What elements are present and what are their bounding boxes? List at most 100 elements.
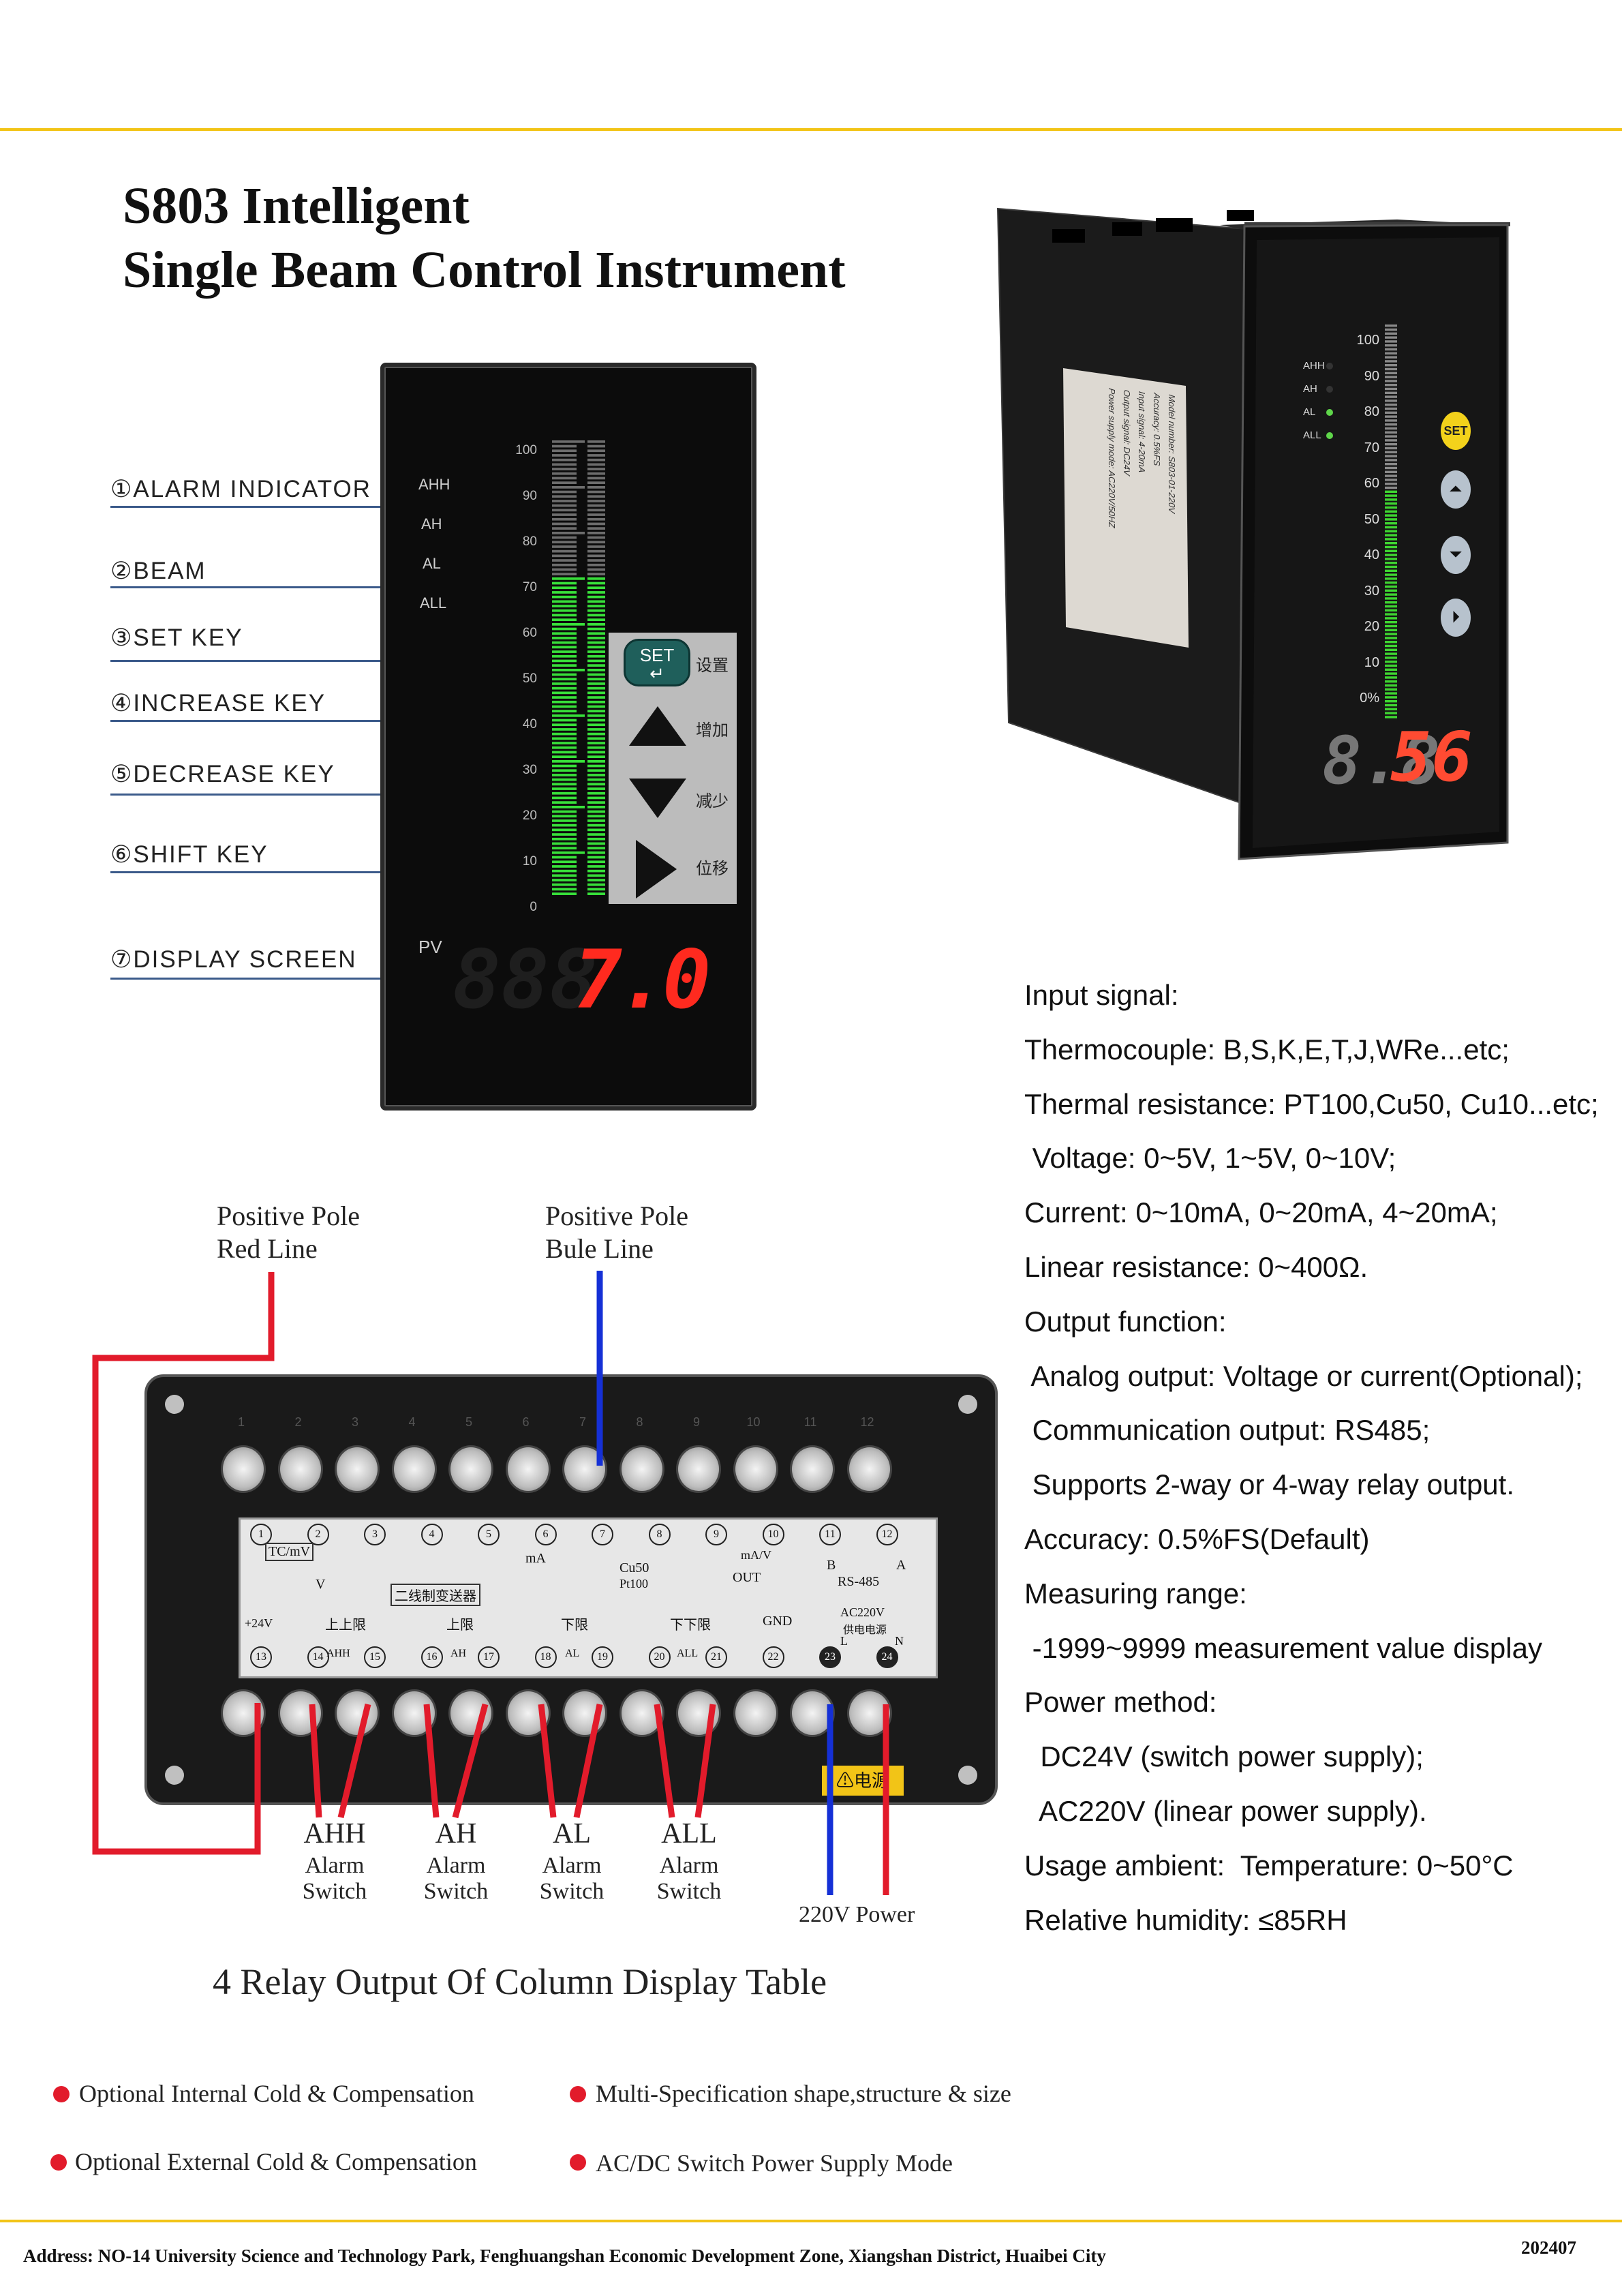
triangle-up-icon: [629, 706, 686, 746]
terminal-screw[interactable]: [448, 1445, 493, 1493]
spec-line: Voltage: 0~5V, 1~5V, 0~10V;: [1024, 1142, 1396, 1175]
photo-beam-segment: [1385, 372, 1397, 374]
terminal-screw[interactable]: [733, 1689, 778, 1737]
photo-beam-segment: [1385, 554, 1397, 556]
photo-shift-button[interactable]: ⏵: [1441, 599, 1471, 637]
beam-cell: [587, 541, 605, 544]
beam-segment: [552, 581, 577, 585]
photo-scale-label: 0%: [1360, 691, 1379, 706]
beam-cell: [587, 719, 605, 722]
triangle-down-icon: [629, 779, 686, 818]
terminal-screw[interactable]: [676, 1445, 721, 1493]
beam-segment: [552, 769, 577, 772]
terminal-screw[interactable]: [335, 1689, 380, 1737]
photo-beam-segment: [1385, 474, 1397, 477]
beam-segment: [552, 490, 577, 494]
terminal-screw[interactable]: [505, 1445, 551, 1493]
photo-beam-segment: [1385, 332, 1397, 335]
photo-up-button[interactable]: ⏶: [1441, 470, 1471, 509]
beam-cell: [587, 444, 605, 448]
beam-cell: [587, 710, 605, 712]
decrease-button[interactable]: [626, 776, 689, 821]
beam-cell: [587, 549, 605, 553]
callout-set-key: ③SET KEY: [110, 624, 243, 651]
beam-segment: [552, 440, 585, 443]
photo-beam-segment: [1385, 522, 1397, 525]
beam-segment: [552, 600, 577, 603]
terminal-screw[interactable]: [619, 1689, 664, 1737]
beam-segment: [552, 595, 577, 599]
increase-button[interactable]: [626, 704, 689, 749]
beam-cell: [587, 737, 605, 740]
photo-beam-segment: [1385, 502, 1397, 505]
diagram-terminal-top: 5: [478, 1524, 500, 1545]
photo-beam-segment: [1385, 407, 1397, 410]
beam-segment: [552, 892, 577, 895]
photo-beam-segment: [1385, 593, 1397, 596]
set-button[interactable]: SET ↵: [624, 639, 690, 686]
diagram-terminal-bottom: 15: [364, 1646, 386, 1668]
shift-button[interactable]: [632, 837, 681, 901]
feature-1: Optional Internal Cold & Compensation: [79, 2080, 474, 2107]
callout-alarm-indicator: ①ALARM INDICATOR: [110, 476, 371, 502]
scale-tick-label: 40: [522, 717, 537, 731]
photo-beam-segment: [1385, 569, 1397, 572]
photo-beam-segment: [1385, 336, 1397, 339]
beam-segment: [552, 559, 577, 562]
display-value: 7.0: [574, 933, 711, 1027]
photo-beam-segment: [1385, 664, 1397, 667]
beam-cell: [587, 678, 605, 681]
beam-cell: [587, 600, 605, 603]
scale-tick-label: 100: [515, 443, 537, 457]
photo-set-button[interactable]: SET: [1441, 412, 1471, 450]
beam-segment: [552, 874, 577, 877]
beam-cell: [587, 669, 605, 671]
beam-cell: [587, 517, 605, 521]
beam-segment: [552, 696, 577, 699]
terminal-screw[interactable]: [790, 1445, 835, 1493]
terminal-screw[interactable]: [391, 1445, 437, 1493]
photo-beam-segment: [1385, 581, 1397, 584]
photo-beam-segment: [1385, 344, 1397, 347]
photo-beam-segment: [1385, 415, 1397, 418]
photo-alarm-led: [1326, 409, 1333, 416]
terminal-screw[interactable]: [221, 1445, 266, 1493]
terminal-screw[interactable]: [277, 1445, 323, 1493]
diagram-terminal-top: 12: [876, 1524, 898, 1545]
callout-beam: ②BEAM: [110, 558, 206, 584]
beam-segment: [552, 847, 577, 849]
triangle-right-icon: [636, 840, 677, 898]
beam-segment: [552, 500, 577, 502]
beam-cell: [587, 769, 605, 772]
terminal-screw[interactable]: [733, 1445, 778, 1493]
photo-beam-segment: [1385, 447, 1397, 450]
terminal-screw[interactable]: [846, 1445, 892, 1493]
diagram-terminal-top: 7: [592, 1524, 613, 1545]
alarm-all-label: ALL: [420, 594, 447, 611]
diagram-terminal-bottom: 13: [250, 1646, 272, 1668]
beam-cell: [587, 623, 605, 626]
beam-cell: [587, 755, 605, 758]
beam-cell: [587, 591, 605, 594]
beam-cell: [587, 801, 605, 804]
terminal-screw[interactable]: [335, 1445, 380, 1493]
terminal-screw[interactable]: [619, 1445, 664, 1493]
photo-beam-segment: [1385, 404, 1397, 406]
photo-beam-segment: [1385, 514, 1397, 517]
photo-beam-segment: [1385, 621, 1397, 624]
photo-down-button[interactable]: ⏷: [1441, 536, 1471, 574]
beam-segment: [552, 513, 577, 516]
photo-beam-segment: [1385, 676, 1397, 679]
beam-segment: [552, 678, 577, 681]
beam-cell: [587, 787, 605, 790]
photo-beam-segment: [1385, 562, 1397, 564]
beam-cell: [587, 468, 605, 470]
photo-beam-segment: [1385, 380, 1397, 382]
beam-segment: [552, 833, 577, 836]
beam-cell: [587, 504, 605, 507]
beam-segment: [552, 888, 577, 891]
beam-cell: [587, 837, 605, 841]
beam-segment: [552, 577, 585, 580]
photo-beam-segment: [1385, 573, 1397, 576]
photo-beam-segment: [1385, 530, 1397, 532]
